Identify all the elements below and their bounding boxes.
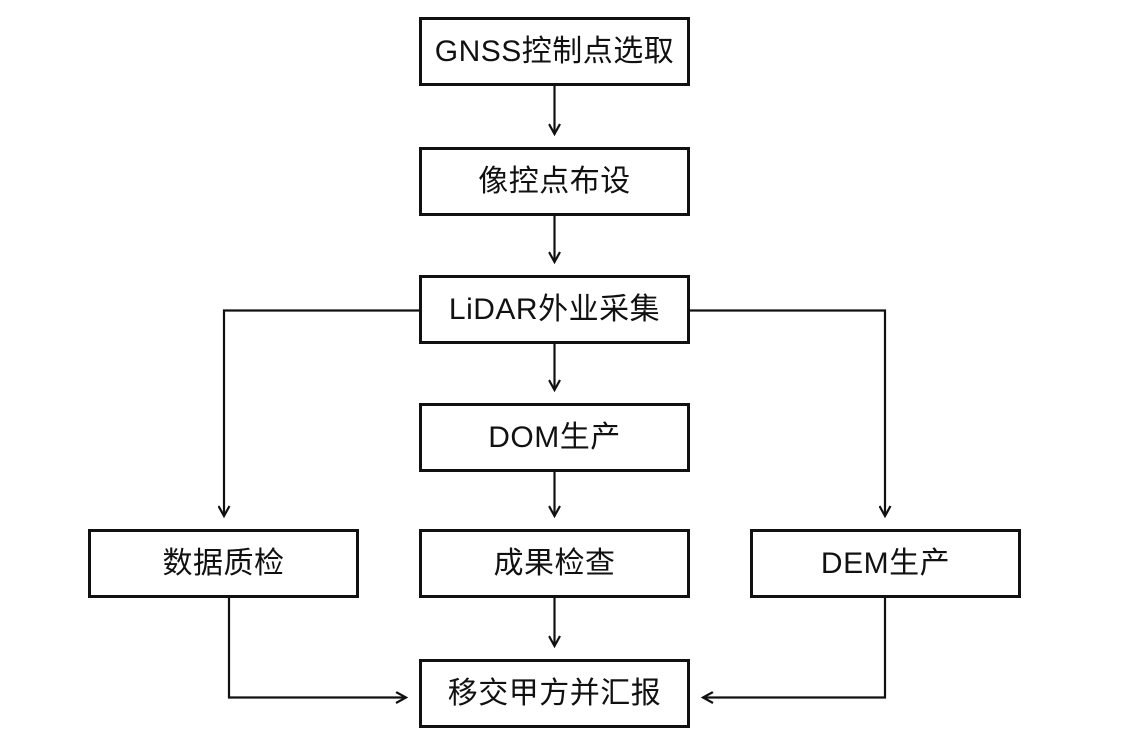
edge-lidar-to-dem xyxy=(690,309,885,517)
node-label: GNSS控制点选取 xyxy=(434,34,675,68)
node-gnss-control-point-selection[interactable]: GNSS控制点选取 xyxy=(419,17,690,86)
node-label: 移交甲方并汇报 xyxy=(447,676,662,710)
node-dem-production[interactable]: DEM生产 xyxy=(750,529,1021,598)
edge-dem-to-handover xyxy=(703,598,887,698)
edge-lidar-to-data-quality xyxy=(224,309,419,517)
node-label: DEM生产 xyxy=(820,546,951,580)
node-label: 成果检查 xyxy=(493,546,616,580)
node-label: 像控点布设 xyxy=(478,164,631,198)
node-handover-and-report[interactable]: 移交甲方并汇报 xyxy=(419,659,690,728)
node-result-check[interactable]: 成果检查 xyxy=(419,529,690,598)
node-label: 数据质检 xyxy=(162,546,285,580)
node-image-control-point-layout[interactable]: 像控点布设 xyxy=(419,147,690,216)
node-data-quality-inspection[interactable]: 数据质检 xyxy=(88,529,359,598)
edge-data-quality-to-handover xyxy=(227,598,406,698)
node-label: DOM生产 xyxy=(488,420,621,454)
node-lidar-field-collection[interactable]: LiDAR外业采集 xyxy=(419,275,690,344)
node-dom-production[interactable]: DOM生产 xyxy=(419,403,690,472)
node-label: LiDAR外业采集 xyxy=(448,292,661,326)
